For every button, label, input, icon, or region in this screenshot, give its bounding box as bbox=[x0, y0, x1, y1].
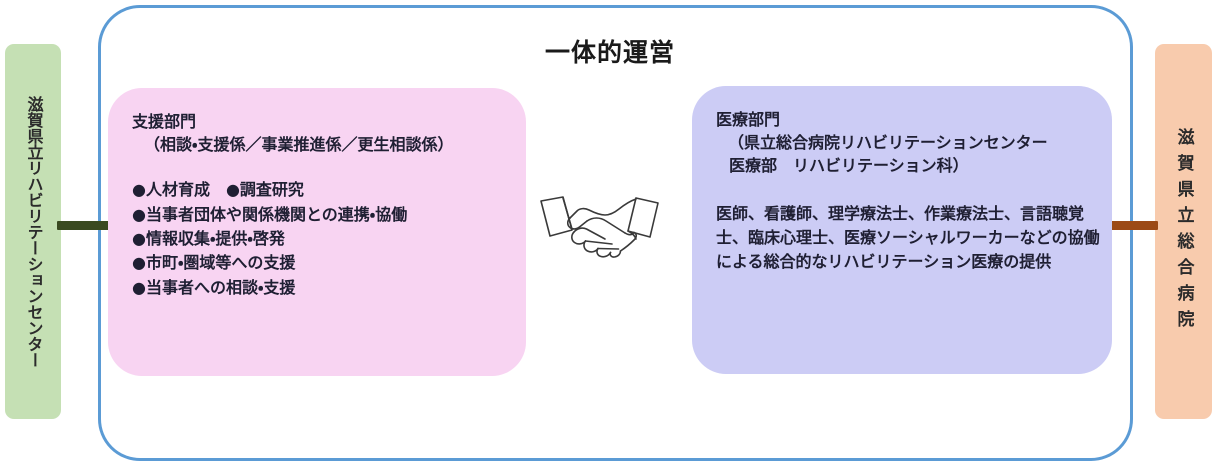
list-item: ●当事者団体や関係機関との連携・協働 bbox=[132, 204, 408, 224]
panel-medical-body: 医師、看護師、理学療法士、作業療法士、言語聴覚士、臨床心理士、医療ソーシャルワー… bbox=[716, 203, 1100, 271]
panel-support-subheading: （相談・支援係／事業推進係／更生相談係） bbox=[144, 135, 454, 155]
panel-medical-heading: 医療部門 bbox=[716, 110, 781, 129]
list-item: ●市町・圏域等への支援 bbox=[132, 253, 296, 273]
list-item: ●人材育成 ●調査研究 bbox=[132, 180, 304, 200]
panel-medical-department: 医療部門 （県立総合病院リハビリテーションセンター 医療部 リハビリテーション科… bbox=[692, 86, 1112, 374]
org-box-rehabilitation-center-label: 滋賀県立リハビリテーションセンター bbox=[24, 95, 44, 368]
connector-right bbox=[1108, 221, 1158, 230]
connector-left bbox=[57, 221, 109, 230]
panel-medical-subheading: （県立総合病院リハビリテーションセンター 医療部 リハビリテーション科） bbox=[728, 133, 1048, 176]
list-item: ●当事者への相談・支援 bbox=[132, 277, 296, 297]
panel-support-heading: 支援部門 bbox=[132, 112, 197, 131]
org-box-general-hospital: 滋賀県立総合病院 bbox=[1155, 44, 1212, 419]
page-title: 一体的運営 bbox=[544, 38, 675, 67]
panel-support-department: 支援部門 （相談・支援係／事業推進係／更生相談係） ●人材育成 ●調査研究 ●当… bbox=[108, 88, 526, 376]
support-bullet-list: ●人材育成 ●調査研究 ●当事者団体や関係機関との連携・協働 ●情報収集・提供・… bbox=[132, 178, 506, 300]
list-item: ●情報収集・提供・啓発 bbox=[132, 229, 285, 248]
handshake-icon bbox=[537, 186, 662, 258]
integrated-operation-frame bbox=[98, 5, 1133, 461]
org-box-general-hospital-label: 滋賀県立総合病院 bbox=[1173, 127, 1194, 336]
org-box-rehabilitation-center: 滋賀県立リハビリテーションセンター bbox=[5, 44, 61, 419]
